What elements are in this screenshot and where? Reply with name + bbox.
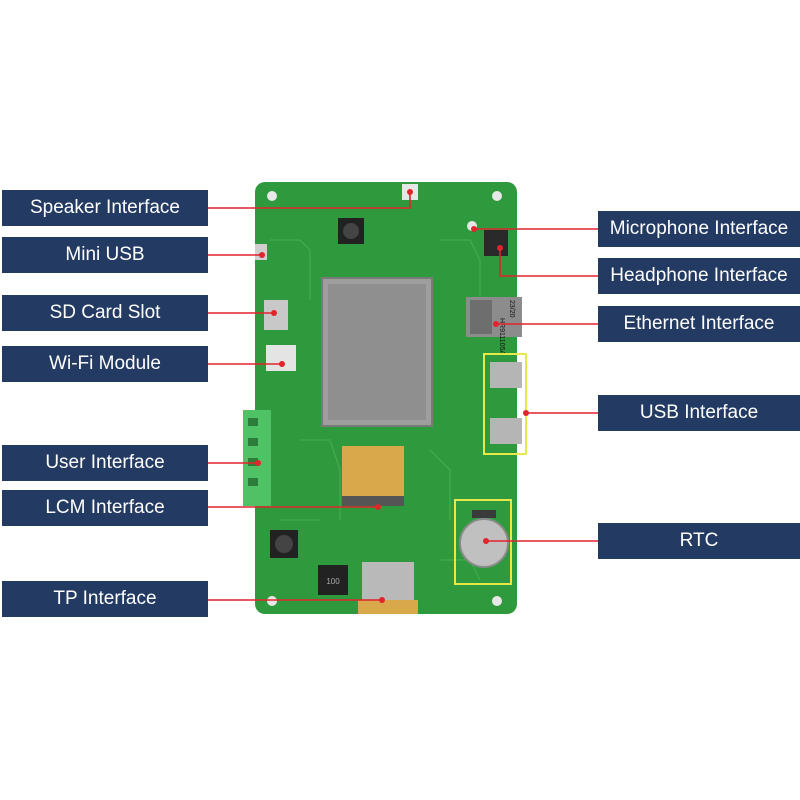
inductor-marking: 100 [326,577,340,586]
label-speaker-interface: Speaker Interface [2,190,208,226]
mounting-hole [492,596,502,606]
mounting-hole [267,596,277,606]
leader-dots [255,189,529,603]
mounting-hole [492,191,502,201]
lcm-ribbon [342,446,404,498]
label-mini-usb: Mini USB [2,237,208,273]
inductor [318,565,348,595]
label-microphone-interface: Microphone Interface [598,211,800,247]
leader-speaker [208,192,411,209]
usb-highlight-box [483,353,527,455]
label-wifi-module: Wi-Fi Module [2,346,208,382]
label-usb-interface: USB Interface [598,395,800,431]
label-sd-card-slot: SD Card Slot [2,295,208,331]
wifi-module [266,345,296,371]
ethernet-jack-body [470,300,492,334]
usb-port [490,418,522,444]
soc-shield-inner [328,284,426,420]
leader-lines [208,192,598,601]
label-lcm-interface: LCM Interface [2,490,208,526]
label-ethernet-interface: Ethernet Interface [598,306,800,342]
ethernet-marking: HR911105A [498,318,505,355]
tp-ribbon [358,600,418,614]
terminal-screws [248,418,258,486]
label-user-interface: User Interface [2,445,208,481]
label-rtc: RTC [598,523,800,559]
mounting-hole [267,191,277,201]
inductor-core [343,223,359,239]
inductor-core [275,535,293,553]
ethernet-marking: 23/20 [508,300,515,318]
rtc-holder [472,510,496,518]
headphone-jack [484,230,508,256]
rtc-highlight-box [454,499,512,585]
lcm-connector [342,496,404,506]
label-headphone-interface: Headphone Interface [598,258,800,294]
leader-headphone [499,248,598,277]
usb-port [490,362,522,388]
label-tp-interface: TP Interface [2,581,208,617]
